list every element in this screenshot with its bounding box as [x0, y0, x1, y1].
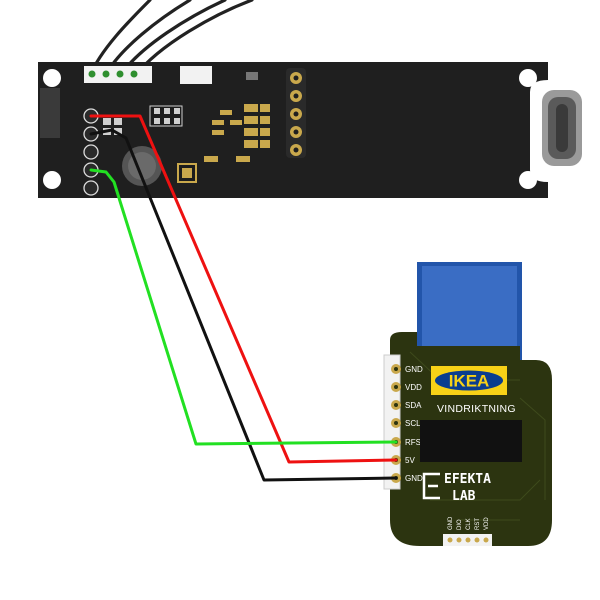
- mounting-hole: [43, 69, 61, 87]
- pin-label-vdd: VDD: [405, 383, 422, 392]
- pin-label-rfst: RFST: [405, 438, 426, 447]
- sensor-board: [38, 62, 582, 198]
- wires: [89, 114, 398, 482]
- pin-label-gnd-2: GND: [405, 474, 423, 483]
- adapter-pin-labels: GND VDD SDA SCL RFST 5V GND: [405, 365, 426, 483]
- chip: [420, 420, 522, 462]
- sensor-pad: [40, 88, 60, 138]
- pin-label-gnd: GND: [405, 365, 423, 374]
- product-label: VINDRIKTNING: [437, 403, 516, 415]
- adapter-pin-header: [383, 354, 401, 490]
- pad-label-vdd: VDD: [484, 517, 490, 530]
- usb-c-connector: [542, 90, 582, 166]
- efekta-text: EFEKTA: [444, 472, 491, 487]
- wire-rfst: [89, 168, 398, 446]
- pin-label-sda: SDA: [405, 401, 422, 410]
- pad-label-gnd: GND: [448, 516, 454, 530]
- mounting-hole: [43, 171, 61, 189]
- efekta-logo: EFEKTA LAB: [422, 472, 491, 504]
- smd-components: [103, 104, 270, 183]
- ikea-logo-text: IKEA: [449, 372, 490, 391]
- pad-label-dio: DIO: [457, 519, 463, 530]
- lab-text: LAB: [452, 489, 476, 504]
- wire-gnd: [89, 128, 398, 482]
- bottom-pads: [443, 534, 492, 546]
- bottom-pad-labels: GND DIO CLK RST VDD: [448, 516, 490, 530]
- pad-label-rst: RST: [475, 518, 481, 530]
- wire-5v: [89, 114, 398, 464]
- adapter-board: IKEA VINDRIKTNING GND VDD SDA SCL RFST 5…: [383, 262, 552, 546]
- pin-label-scl: SCL: [405, 419, 421, 428]
- mounting-hole: [519, 171, 537, 189]
- white-component: [180, 66, 212, 84]
- header-pins: [88, 70, 138, 78]
- right-header: [286, 68, 306, 158]
- pin-label-5v: 5V: [405, 456, 415, 465]
- ikea-logo: IKEA: [431, 366, 507, 395]
- pad-label-clk: CLK: [466, 518, 472, 530]
- smd-component: [246, 72, 258, 80]
- mounting-hole: [519, 69, 537, 87]
